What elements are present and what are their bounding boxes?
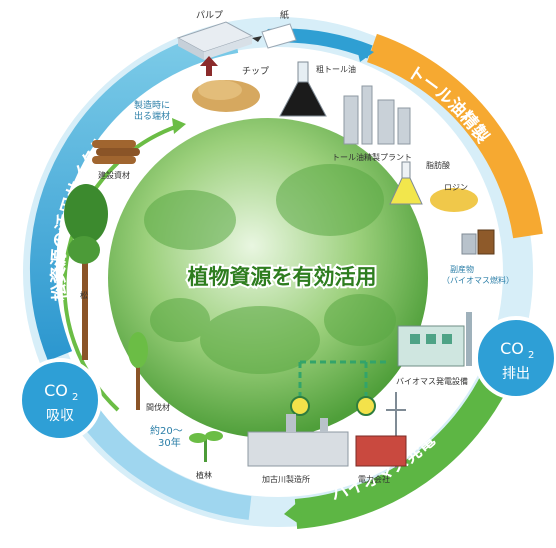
pine-tree-icon: [64, 184, 108, 360]
fatty-acid-flask-icon: [389, 161, 423, 205]
wood-chips-icon: [192, 80, 260, 112]
sapling-icon: [189, 431, 223, 462]
pine-cycle-arc: [29, 27, 239, 361]
factory-icon: [247, 414, 349, 467]
cycle-arrowhead: [284, 500, 302, 526]
thinning-label: 間伐材: [146, 402, 170, 412]
byproduct-label: 副産物 （バイオマス燃料）: [442, 264, 514, 285]
power-lines: [298, 360, 390, 400]
center-title: 植物資源を有効活用: [188, 265, 377, 289]
paper-icon: [261, 23, 297, 49]
power-tower-icon: [355, 392, 407, 468]
cycle-arrowhead-top: [356, 44, 374, 62]
co2-emit-sub: 2: [528, 350, 534, 361]
thinning-tree-icon: [128, 332, 148, 410]
rosin-icon: [430, 188, 478, 212]
pulp-stack-icon: [176, 21, 254, 60]
lumber-label: 建設資材: [98, 170, 130, 180]
kakogawa-mill-label: 加古川製造所: [262, 474, 310, 484]
inner-arrowhead: [172, 118, 186, 134]
co2-absorb-text: CO: [44, 381, 68, 400]
refinery-icon: [343, 85, 411, 145]
co2-emit-label: 排出: [502, 366, 530, 382]
tall-oil-plant-label: トール油精製プラント: [332, 152, 412, 162]
biomass-facility-label: バイオマス発電設備: [396, 376, 468, 386]
co2-absorb-badge: CO 2 吸収: [18, 358, 102, 442]
co2-emit-text: CO: [500, 339, 524, 358]
co2-absorb-label: 吸収: [46, 408, 74, 424]
biomass-power-arc: [294, 363, 514, 529]
globe-foliage: [144, 164, 396, 374]
rosin-label: ロジン: [444, 183, 468, 192]
chips-label: チップ: [242, 66, 269, 77]
oil-drum-icon: [461, 229, 495, 255]
pine-label: 松: [80, 290, 88, 300]
years-label: 約20～ 30年: [150, 424, 186, 449]
arrow-chips-up: [200, 56, 218, 76]
tall-oil-arc: [366, 33, 543, 239]
flask-icon: [279, 61, 327, 117]
light-bulb-icon: [290, 396, 376, 416]
planting-label: 植林: [196, 470, 212, 480]
paper-label: 紙: [280, 9, 289, 21]
crude-tall-oil-label: 粗トール油: [316, 64, 356, 74]
co2-emit-badge: CO 2 排出: [474, 316, 556, 400]
power-company-label: 電力会社: [358, 474, 390, 484]
fatty-acid-label: 脂肪酸: [426, 160, 450, 170]
scrap-label: 製造時に 出る端材: [134, 99, 173, 122]
power-plant-icon: [397, 312, 472, 367]
co2-absorb-sub: 2: [72, 392, 78, 403]
lumber-icon: [92, 140, 140, 164]
pulp-label: パルプ: [196, 10, 223, 21]
arrow-pulp-paper: [252, 36, 262, 42]
